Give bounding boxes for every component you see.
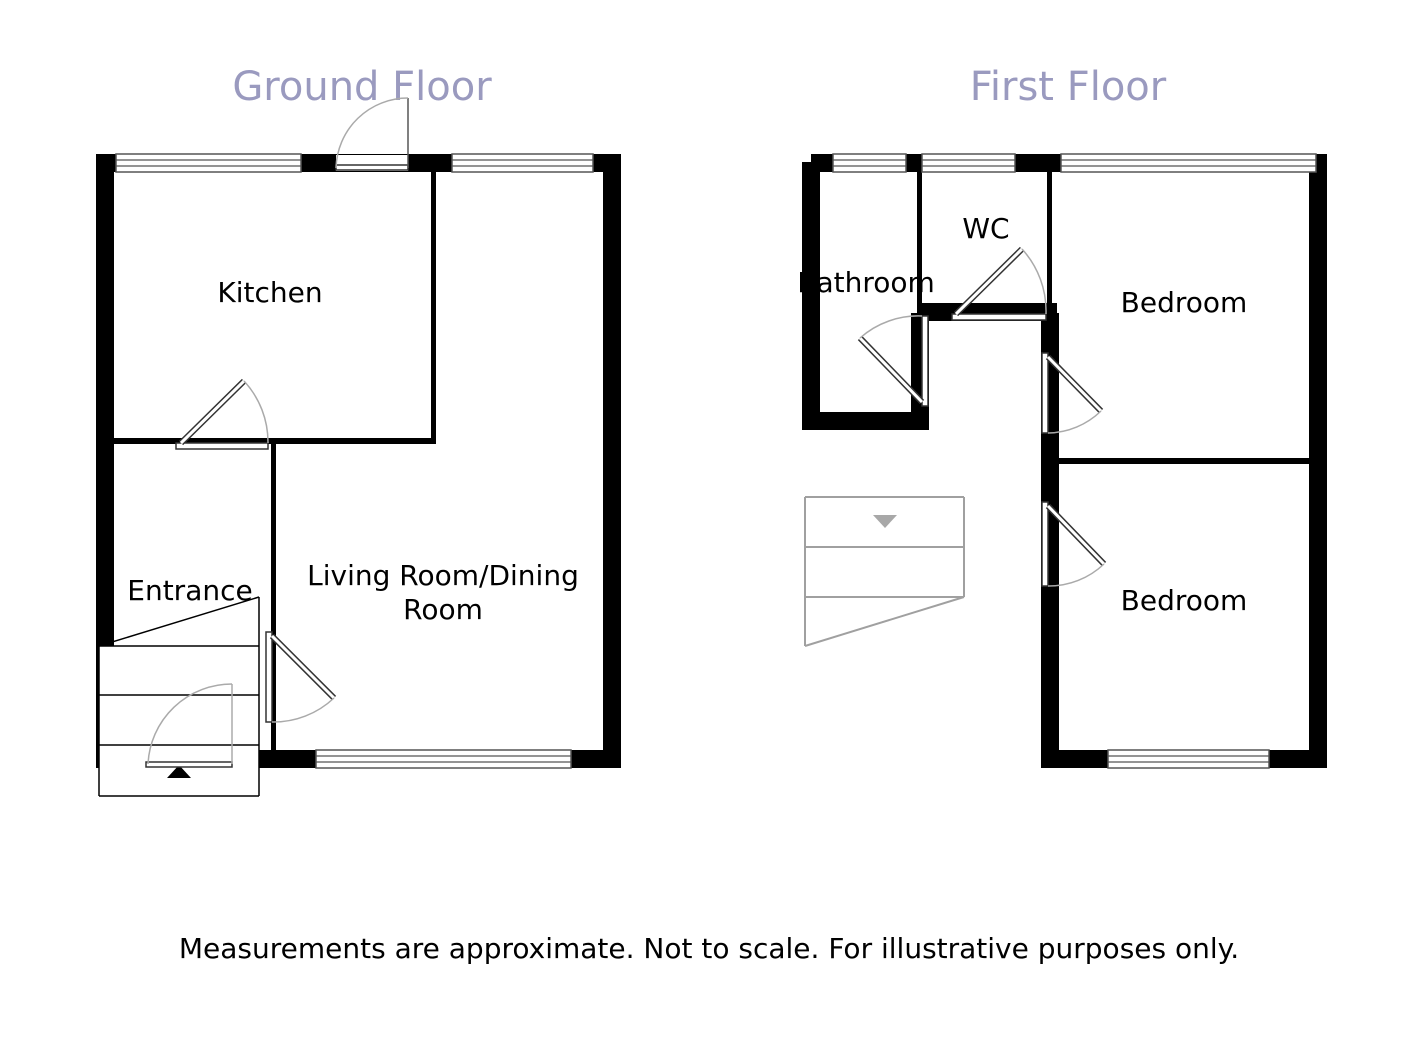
bathroom-wall-bottom bbox=[802, 412, 929, 430]
stairs-direction-arrow bbox=[167, 765, 191, 778]
first-floor-plan: Bathroom WC Bedroom Bedroom bbox=[797, 153, 1327, 769]
bathroom-label: Bathroom bbox=[797, 266, 935, 299]
ground-wall-left bbox=[96, 154, 114, 768]
living-room-label-line1: Living Room/Dining bbox=[307, 559, 579, 592]
ground-rear-window-right bbox=[451, 153, 594, 173]
bedroom2-window bbox=[1107, 749, 1270, 769]
bedrooms-divider bbox=[1045, 458, 1321, 464]
bathroom-window bbox=[832, 153, 907, 173]
bedroom1-door bbox=[1041, 352, 1104, 434]
bedroom1-label: Bedroom bbox=[1121, 286, 1248, 319]
ground-wall-right bbox=[603, 154, 621, 768]
entrance-label: Entrance bbox=[127, 574, 252, 607]
wc-bedroom-divider bbox=[1047, 168, 1052, 318]
bathroom-wall-left bbox=[802, 162, 820, 430]
living-room-window bbox=[315, 749, 572, 769]
wc-door bbox=[951, 246, 1047, 321]
living-room-label-line2: Room bbox=[403, 593, 483, 626]
ground-floor-title: Ground Floor bbox=[232, 64, 492, 110]
bathroom-wc-divider bbox=[917, 168, 922, 320]
bathroom-door bbox=[857, 315, 929, 407]
wc-label: WC bbox=[962, 212, 1009, 245]
disclaimer-text: Measurements are approximate. Not to sca… bbox=[179, 932, 1239, 965]
stairs-down-arrow bbox=[873, 515, 897, 528]
wc-window bbox=[921, 153, 1016, 173]
kitchen-back-door bbox=[335, 97, 409, 171]
kitchen-window bbox=[115, 153, 302, 173]
kitchen-label: Kitchen bbox=[217, 276, 322, 309]
living-room-door bbox=[265, 631, 337, 723]
front-door bbox=[145, 683, 233, 768]
kitchen-door bbox=[175, 378, 269, 450]
first-floor-title: First Floor bbox=[970, 64, 1167, 110]
bedroom1-window bbox=[1060, 153, 1317, 173]
bedroom2-label: Bedroom bbox=[1121, 584, 1248, 617]
bedroom2-door bbox=[1041, 501, 1107, 587]
ground-floor-plan: Kitchen Entrance Living Room/Dining Room bbox=[96, 97, 621, 797]
kitchen-wall-right bbox=[431, 168, 436, 443]
first-floor-stairs bbox=[804, 496, 965, 647]
entrance-wall-right bbox=[271, 441, 276, 752]
